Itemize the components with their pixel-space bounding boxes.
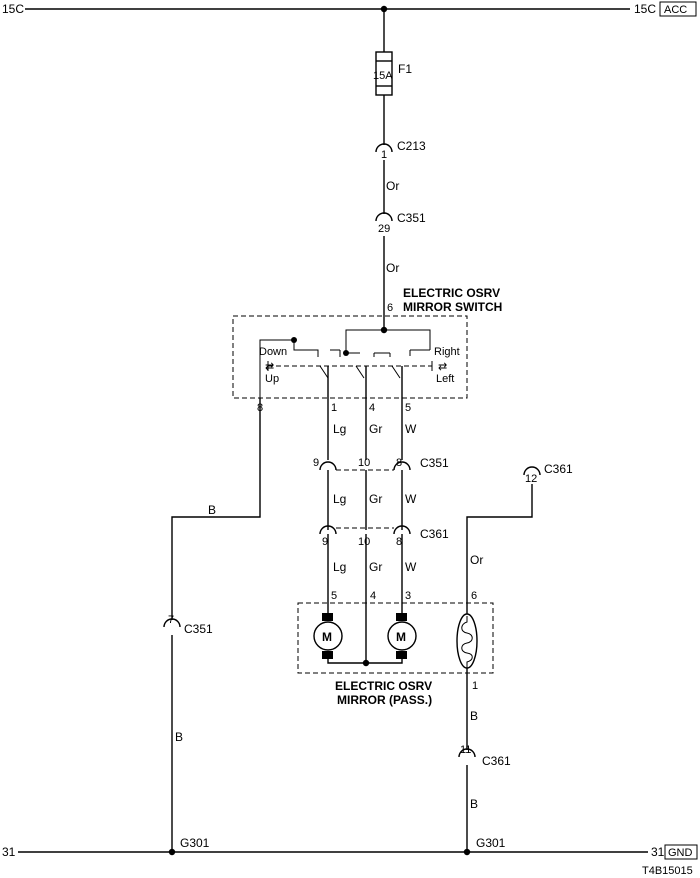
wire-w-3: W bbox=[405, 560, 417, 574]
mirror-housing bbox=[297, 602, 494, 674]
mirror-switch: ELECTRIC OSRV MIRROR SWITCH Down ⇄ bbox=[232, 286, 502, 460]
switch-pin-1: 1 bbox=[331, 402, 337, 414]
c213-pin: 1 bbox=[381, 149, 387, 161]
power-rail-left-label: 15C bbox=[2, 2, 24, 16]
ground-rail-right-label: 31 bbox=[651, 845, 665, 859]
c361-mid-pin-8: 8 bbox=[396, 536, 402, 548]
fuse-name: F1 bbox=[398, 62, 412, 76]
switch-up-label: Up bbox=[265, 373, 279, 385]
wire-lg-2: Lg bbox=[333, 492, 346, 506]
c351-mid-pin-8: 8 bbox=[396, 457, 402, 469]
wire-b-4: B bbox=[470, 797, 478, 811]
acc-label: ACC bbox=[664, 4, 687, 16]
c361-11-connector: 11 C361 bbox=[458, 744, 511, 768]
wire-b-2: B bbox=[175, 730, 183, 744]
c361-mid-pin-10: 10 bbox=[358, 536, 370, 548]
ground-rail: 31 31 GND G301 G301 bbox=[2, 836, 698, 860]
switch-left-label: Left bbox=[436, 373, 454, 385]
switch-right-label: Right bbox=[434, 346, 460, 358]
mirror-pin-3: 3 bbox=[405, 590, 411, 602]
c351-mid-name: C351 bbox=[420, 456, 449, 470]
main-feed: 15A F1 1 C213 Or 29 C351 Or 6 bbox=[373, 9, 426, 330]
heater-feed: 12 C361 Or bbox=[466, 462, 573, 616]
mirror-pin-6: 6 bbox=[471, 590, 477, 602]
gnd-label: GND bbox=[668, 847, 693, 859]
switch-pin-4: 4 bbox=[369, 402, 375, 414]
wire-b-1: B bbox=[208, 503, 216, 517]
mirror-assembly: 5 4 3 6 M M 1 ELECTRIC OSRV MIRROR (PASS… bbox=[297, 590, 494, 707]
wire-w-1: W bbox=[405, 422, 417, 436]
c351-29-pin: 29 bbox=[378, 223, 390, 235]
c351-7-pin: 7 bbox=[168, 614, 174, 626]
mirror-pin-5: 5 bbox=[331, 590, 337, 602]
motor-2-label: M bbox=[396, 630, 406, 644]
c361-mid-connector: 9 10 8 C361 bbox=[319, 525, 449, 548]
ground-left-name: G301 bbox=[180, 836, 210, 850]
figure-id: T4B15015 bbox=[642, 865, 693, 877]
acc-box bbox=[659, 1, 697, 17]
motor-1: M bbox=[313, 613, 343, 659]
c351-mid-connector: 9 10 8 C351 bbox=[313, 456, 449, 471]
left-ground-path: B 7 C351 B bbox=[163, 398, 261, 852]
ground-right-junction bbox=[463, 848, 471, 856]
switch-pin-5: 5 bbox=[405, 402, 411, 414]
switch-right-left-arrows: ⇄ bbox=[438, 361, 447, 373]
wire-or-1: Or bbox=[386, 179, 399, 193]
mirror-title-line1: ELECTRIC OSRV bbox=[335, 679, 432, 693]
c361-mid-pin-9: 9 bbox=[322, 536, 328, 548]
c351-mid-pin-9: 9 bbox=[313, 457, 319, 469]
wire-or-2: Or bbox=[386, 261, 399, 275]
c361-11-pin: 11 bbox=[460, 744, 471, 756]
mirror-pin-1: 1 bbox=[472, 680, 478, 692]
switch-title-line1: ELECTRIC OSRV bbox=[403, 286, 500, 300]
c351-29-connector-symbol bbox=[375, 212, 393, 222]
wire-lg-3: Lg bbox=[333, 560, 346, 574]
switch-title-line2: MIRROR SWITCH bbox=[403, 300, 502, 314]
c351-7-name: C351 bbox=[184, 622, 213, 636]
mirror-title-line2: MIRROR (PASS.) bbox=[337, 693, 432, 707]
wire-or-3: Or bbox=[470, 553, 483, 567]
c361-12-name: C361 bbox=[544, 462, 573, 476]
fuse-rating: 15A bbox=[373, 70, 393, 82]
c361-mid-name: C361 bbox=[420, 527, 449, 541]
switch-housing bbox=[232, 315, 468, 399]
mirror-pin-4: 4 bbox=[370, 590, 376, 602]
switch-down-up-arrows: ⇄ bbox=[265, 361, 274, 373]
c351-29-name: C351 bbox=[397, 211, 426, 225]
ground-right-name: G301 bbox=[476, 836, 506, 850]
switch-down-label: Down bbox=[259, 346, 287, 358]
c361-11-name: C361 bbox=[482, 754, 511, 768]
c351-mid-pin-10: 10 bbox=[358, 457, 370, 469]
wire-lg-1: Lg bbox=[333, 422, 346, 436]
wire-gr-1: Gr bbox=[369, 422, 382, 436]
c213-name: C213 bbox=[397, 139, 426, 153]
motor-2: M bbox=[387, 613, 417, 659]
power-rail-right-label: 15C bbox=[634, 2, 656, 16]
wire-gr-2: Gr bbox=[369, 492, 382, 506]
motor-1-label: M bbox=[322, 630, 332, 644]
c213-connector-symbol bbox=[375, 143, 393, 153]
power-rail: 15C 15C ACC bbox=[2, 1, 697, 17]
c361-12-pin: 12 bbox=[525, 473, 537, 485]
motor-common-dot bbox=[362, 659, 370, 667]
heater-element bbox=[456, 613, 478, 669]
wire-b-3: B bbox=[470, 709, 478, 723]
switch-pin-6: 6 bbox=[387, 302, 393, 314]
wire-gr-3: Gr bbox=[369, 560, 382, 574]
ground-rail-left-label: 31 bbox=[2, 845, 16, 859]
wire-w-2: W bbox=[405, 492, 417, 506]
gnd-box bbox=[664, 844, 698, 860]
ground-left-junction bbox=[168, 848, 176, 856]
